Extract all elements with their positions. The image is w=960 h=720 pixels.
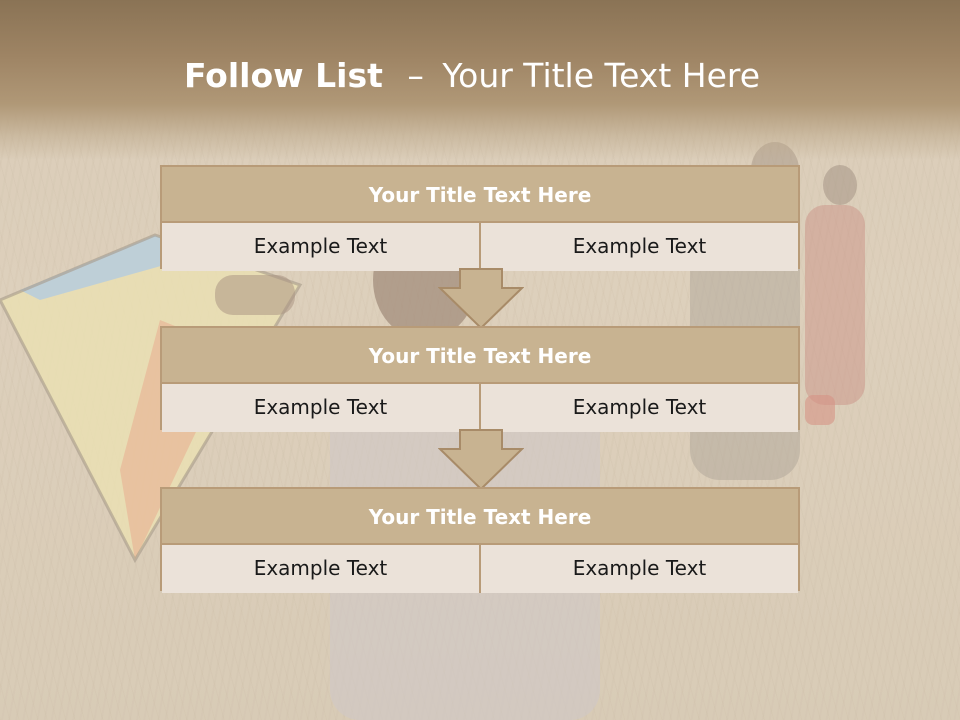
list-block-3: Your Title Text Here Example Text Exampl… [160, 487, 800, 593]
child-arm [215, 275, 295, 315]
slide-title: Follow List – Your Title Text Here [0, 56, 944, 96]
kite-stripe-blue [20, 235, 200, 300]
block-title: Your Title Text Here [162, 489, 798, 545]
block-cell-left: Example Text [162, 384, 479, 432]
slide-title-rest: Your Title Text Here [442, 56, 761, 95]
down-arrow-1 [438, 268, 524, 330]
block-cell-left: Example Text [162, 223, 479, 271]
down-arrow-2 [438, 429, 524, 491]
block-row: Example Text Example Text [162, 384, 798, 432]
adult-head-2 [823, 165, 857, 205]
list-block-2: Your Title Text Here Example Text Exampl… [160, 326, 800, 432]
list-block-1: Your Title Text Here Example Text Exampl… [160, 165, 800, 271]
block-title: Your Title Text Here [162, 167, 798, 223]
block-cell-right: Example Text [479, 545, 798, 593]
block-title: Your Title Text Here [162, 328, 798, 384]
block-row: Example Text Example Text [162, 223, 798, 271]
block-cell-right: Example Text [479, 223, 798, 271]
header-band [0, 0, 960, 160]
slide-title-bold: Follow List [183, 56, 383, 95]
down-arrow-icon [438, 268, 524, 330]
block-cell-left: Example Text [162, 545, 479, 593]
slide-title-separator: – [407, 56, 424, 95]
block-cell-right: Example Text [479, 384, 798, 432]
block-row: Example Text Example Text [162, 545, 798, 593]
adult-boot [805, 395, 835, 425]
kite-frame [0, 233, 303, 564]
down-arrow-icon [438, 429, 524, 491]
adult-figure-2 [805, 205, 865, 405]
